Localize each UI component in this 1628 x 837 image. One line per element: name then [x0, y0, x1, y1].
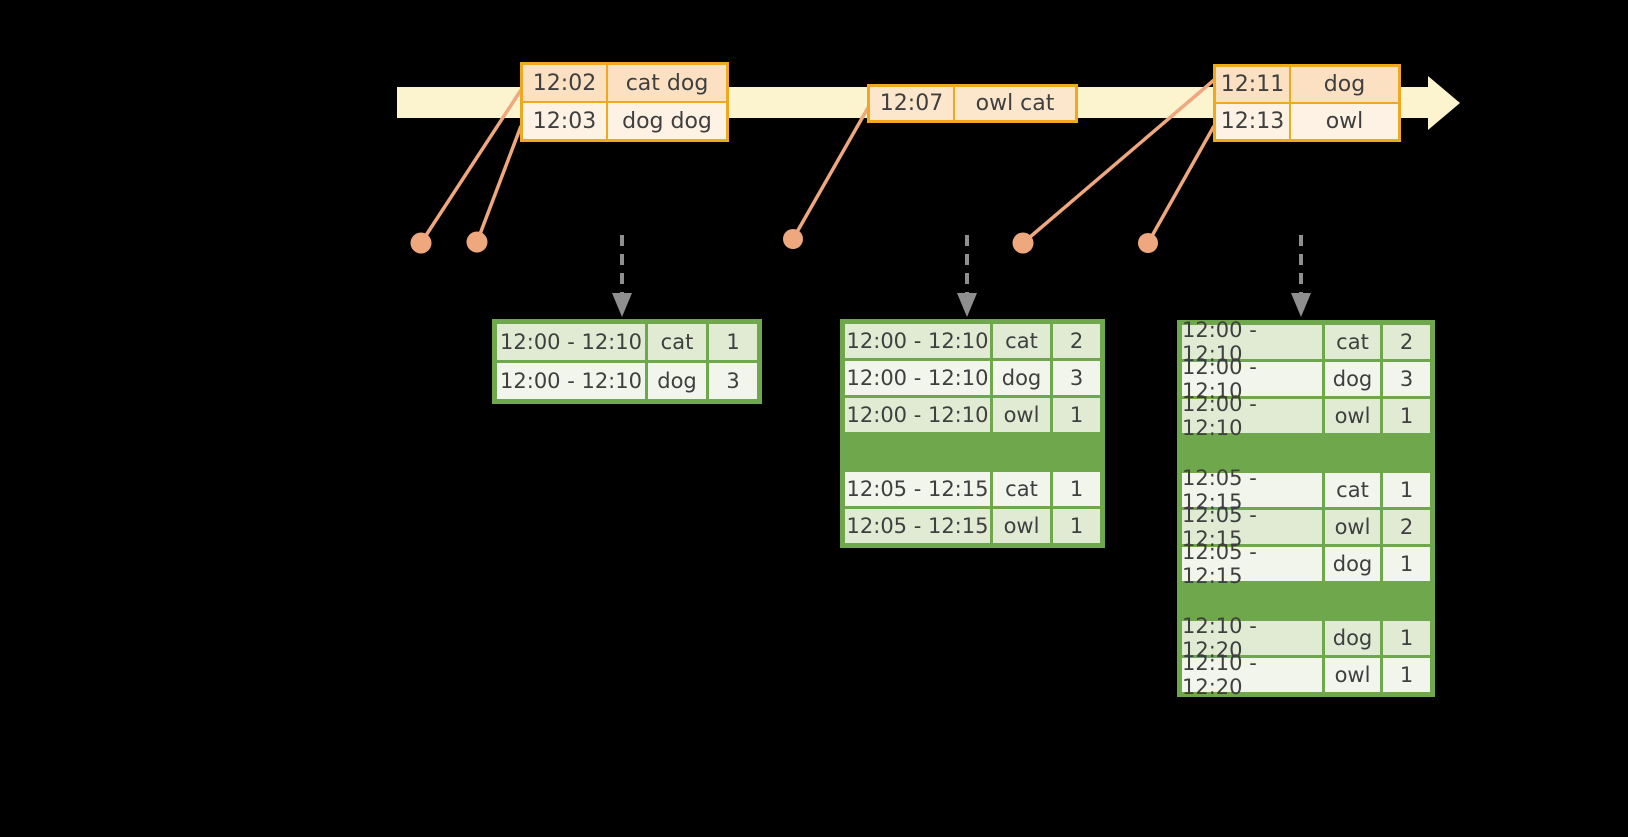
count-cell: 1: [1053, 472, 1100, 506]
trigger-arrow-icon: [957, 235, 977, 317]
window-cell: 12:00 - 12:10: [1182, 318, 1322, 366]
timeline-arrowhead-icon: [1428, 76, 1460, 130]
event-dot-icon: [1012, 232, 1034, 254]
word-cell: cat: [993, 472, 1050, 506]
event-table-3: 12:11 dog 12:13 owl: [1213, 64, 1401, 142]
word-cell: cat: [1325, 473, 1380, 507]
event-words: dog dog: [608, 103, 726, 139]
word-cell: dog: [1325, 362, 1380, 396]
event-words: owl: [1291, 104, 1398, 139]
event-time: 12:07: [870, 87, 953, 120]
word-cell: dog: [648, 363, 706, 399]
count-cell: 1: [1383, 473, 1430, 507]
window-cell: 12:05 - 12:15: [1182, 466, 1322, 514]
connector-line: [475, 125, 523, 243]
count-cell: 2: [1383, 325, 1430, 359]
word-cell: dog: [1325, 621, 1380, 655]
trigger-arrow-icon: [612, 235, 632, 317]
word-cell: dog: [993, 361, 1050, 395]
event-dot-icon: [466, 231, 488, 253]
word-cell: cat: [648, 324, 706, 360]
event-words: owl cat: [955, 87, 1075, 120]
window-cell: 12:05 - 12:15: [1182, 540, 1322, 588]
window-cell: 12:00 - 12:10: [497, 324, 645, 360]
count-cell: 2: [1053, 324, 1100, 358]
window-cell: 12:00 - 12:10: [845, 361, 990, 395]
result-table-3: 12:00 - 12:10 cat 2 12:00 - 12:10 dog 3 …: [1177, 318, 1435, 699]
connector-line: [791, 105, 871, 240]
count-cell: 1: [709, 324, 757, 360]
window-cell: 12:00 - 12:10: [1182, 392, 1322, 440]
result-table-1: 12:00 - 12:10 cat 1 12:00 - 12:10 dog 3: [492, 319, 762, 404]
event-time: 12:11: [1216, 67, 1289, 102]
count-cell: 1: [1383, 547, 1430, 581]
window-cell: 12:00 - 12:10: [497, 363, 645, 399]
count-cell: 1: [1383, 658, 1430, 692]
event-table-2: 12:07 owl cat: [867, 84, 1078, 123]
count-cell: 3: [1383, 362, 1430, 396]
event-time: 12:03: [523, 103, 606, 139]
word-cell: owl: [1325, 658, 1380, 692]
trigger-arrow-icon: [1291, 235, 1311, 317]
word-cell: cat: [1325, 325, 1380, 359]
window-cell: 12:05 - 12:15: [845, 472, 990, 506]
word-cell: dog: [1325, 547, 1380, 581]
window-cell: 12:10 - 12:20: [1182, 651, 1322, 699]
word-cell: owl: [993, 398, 1050, 432]
connector-line: [1146, 125, 1216, 244]
window-cell: 12:00 - 12:10: [845, 398, 990, 432]
event-time: 12:13: [1216, 104, 1289, 139]
word-cell: cat: [993, 324, 1050, 358]
count-cell: 1: [1383, 399, 1430, 433]
window-cell: 12:00 - 12:10: [1182, 355, 1322, 403]
word-cell: owl: [993, 509, 1050, 543]
result-table-2: 12:00 - 12:10 cat 2 12:00 - 12:10 dog 3 …: [840, 319, 1105, 548]
count-cell: 1: [1053, 398, 1100, 432]
event-dot-icon: [410, 232, 432, 254]
window-cell: 12:05 - 12:15: [1182, 503, 1322, 551]
word-cell: owl: [1325, 399, 1380, 433]
event-table-1: 12:02 cat dog 12:03 dog dog: [520, 62, 729, 142]
window-cell: 12:05 - 12:15: [845, 509, 990, 543]
word-cell: owl: [1325, 510, 1380, 544]
event-words: cat dog: [608, 65, 726, 101]
count-cell: 3: [709, 363, 757, 399]
count-cell: 1: [1053, 509, 1100, 543]
event-time: 12:02: [523, 65, 606, 101]
count-cell: 1: [1383, 621, 1430, 655]
count-cell: 3: [1053, 361, 1100, 395]
window-cell: 12:10 - 12:20: [1182, 614, 1322, 662]
event-words: dog: [1291, 67, 1398, 102]
count-cell: 2: [1383, 510, 1430, 544]
event-dot-icon: [783, 229, 803, 249]
window-cell: 12:00 - 12:10: [845, 324, 990, 358]
event-dot-icon: [1138, 233, 1158, 253]
